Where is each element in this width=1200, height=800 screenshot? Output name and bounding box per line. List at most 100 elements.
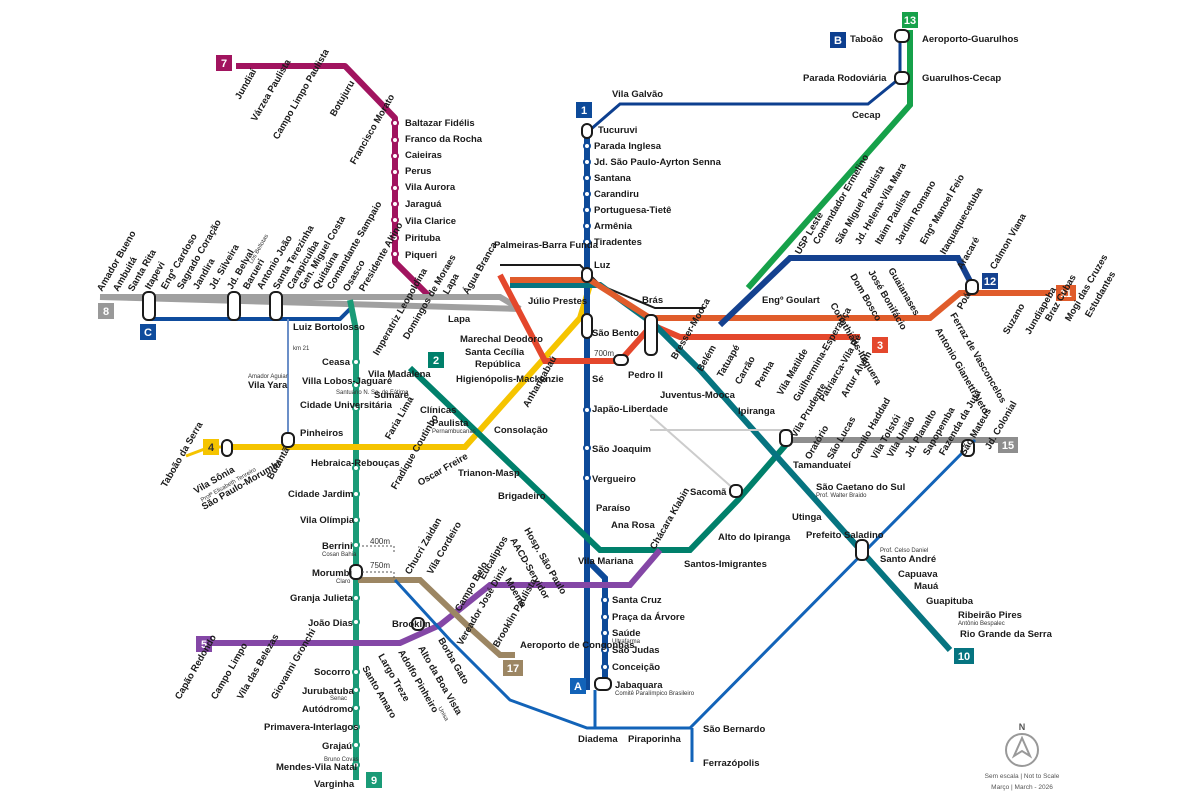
station-joao-dias[interactable]: João Dias xyxy=(308,618,353,629)
station-ferrazopolis[interactable]: Ferrazópolis xyxy=(703,758,760,769)
station-jundiai[interactable]: Jundiaí xyxy=(233,67,259,102)
station-cidade-universitaria[interactable]: Cidade Universitária xyxy=(300,400,393,411)
station-carandiru[interactable]: Carandiru xyxy=(594,189,639,200)
station-cecap[interactable]: Cecap xyxy=(852,110,881,121)
station-ana-rosa[interactable]: Ana Rosa xyxy=(611,520,656,531)
station-ribeirao-pires[interactable]: Ribeirão Pires xyxy=(958,610,1022,621)
station-franco-da-rocha[interactable]: Franco da Rocha xyxy=(405,134,483,145)
station-hebraica-reboucas[interactable]: Hebraica-Rebouças xyxy=(311,458,400,469)
station-brigadeiro[interactable]: Brigadeiro xyxy=(498,491,546,502)
station-luiz-bortolosso[interactable]: Luiz Bortolosso xyxy=(293,322,365,333)
station-berrini[interactable]: Berrini xyxy=(322,541,353,552)
station-maua[interactable]: Mauá xyxy=(914,581,939,592)
station-campo-limpo-paulista[interactable]: Campo Limpo Paulista xyxy=(271,47,332,142)
station-saude[interactable]: Saúde xyxy=(612,628,641,639)
station-julio-prestes[interactable]: Júlio Prestes xyxy=(528,296,587,307)
station-morumbi[interactable]: Morumbi xyxy=(312,568,352,579)
station-pedro-ii[interactable]: Pedro II xyxy=(628,370,663,381)
station-luz[interactable]: Luz xyxy=(594,260,611,271)
station-villa-lobos[interactable]: Villa Lobos-Jaguaré xyxy=(302,376,392,387)
station-vila-mariana[interactable]: Vila Mariana xyxy=(578,556,634,567)
station-santa-cruz[interactable]: Santa Cruz xyxy=(612,595,662,606)
station-higienopolis[interactable]: Higienópolis-Mackenzie xyxy=(456,374,564,385)
station-sao-bernardo[interactable]: São Bernardo xyxy=(703,724,765,735)
station-penha[interactable]: Penha xyxy=(753,359,777,390)
station-vila-olimpia[interactable]: Vila Olímpia xyxy=(300,515,355,526)
station-francisco-morato[interactable]: Francisco Morato xyxy=(348,92,397,166)
station-se[interactable]: Sé xyxy=(592,374,604,385)
station-belem[interactable]: Belém xyxy=(695,343,719,373)
station-paraiso[interactable]: Paraíso xyxy=(596,503,631,514)
station-vila-galvao[interactable]: Vila Galvão xyxy=(612,89,663,100)
station-japao-liberdade[interactable]: Japão-Liberdade xyxy=(592,404,668,415)
station-tiradentes[interactable]: Tiradentes xyxy=(594,237,642,248)
station-armenia[interactable]: Armênia xyxy=(594,221,633,232)
station-pirituba[interactable]: Pirituba xyxy=(405,233,441,244)
station-primavera-interlagos[interactable]: Primavera-Interlagos xyxy=(264,722,359,733)
station-sao-bento[interactable]: São Bento xyxy=(592,328,639,339)
station-piraporinha[interactable]: Piraporinha xyxy=(628,734,682,745)
station-paulista[interactable]: Paulista xyxy=(432,418,469,429)
station-taboao-da-serra[interactable]: Taboão da Serra xyxy=(159,420,206,490)
station-perus[interactable]: Perus xyxy=(405,166,431,177)
station-alto-do-ipiranga[interactable]: Alto do Ipiranga xyxy=(718,532,791,543)
station-vergueiro[interactable]: Vergueiro xyxy=(592,474,636,485)
station-mendes-vila-natal[interactable]: Mendes-Vila Natal xyxy=(276,762,357,773)
station-jurubatuba[interactable]: Jurubatuba xyxy=(302,686,354,697)
station-piqueri[interactable]: Piqueri xyxy=(405,250,437,261)
station-eng-goulart[interactable]: Engº Goulart xyxy=(762,295,821,306)
station-jabaquara[interactable]: Jabaquara xyxy=(615,680,663,691)
station-autodromo[interactable]: Autódromo xyxy=(302,704,353,715)
station-baltazar-fidelis[interactable]: Baltazar Fidélis xyxy=(405,118,475,129)
station-sao-judas[interactable]: São Judas xyxy=(612,645,660,656)
station-vila-yara[interactable]: Vila Yara xyxy=(248,380,288,391)
station-portuguesa-tiete[interactable]: Portuguesa-Tietê xyxy=(594,205,671,216)
station-trianon-masp[interactable]: Trianon-Masp xyxy=(458,468,520,479)
station-tucuruvi[interactable]: Tucuruvi xyxy=(598,125,637,136)
station-grajau[interactable]: Grajaú xyxy=(322,741,352,752)
station-praca-da-arvore[interactable]: Praça da Árvore xyxy=(612,612,685,623)
station-vila-madalena[interactable]: Vila Madalena xyxy=(368,369,431,380)
station-cidade-jardim[interactable]: Cidade Jardim xyxy=(288,489,353,500)
station-utinga[interactable]: Utinga xyxy=(792,512,822,523)
station-santos-imigrantes[interactable]: Santos-Imigrantes xyxy=(684,559,767,570)
station-mal-deodoro[interactable]: Marechal Deodoro xyxy=(460,334,543,345)
station-jaragua[interactable]: Jaraguá xyxy=(405,199,442,210)
station-ipiranga[interactable]: Ipiranga xyxy=(738,406,776,417)
station-guarulhos-cecap[interactable]: Guarulhos-Cecap xyxy=(922,73,1001,84)
station-republica[interactable]: República xyxy=(475,359,521,370)
station-rio-grande-da-serra[interactable]: Rio Grande da Serra xyxy=(960,629,1053,640)
station-santa-cecilia[interactable]: Santa Cecília xyxy=(465,347,525,358)
station-aracare[interactable]: Aracaré xyxy=(955,235,982,271)
station-ceasa[interactable]: Ceasa xyxy=(322,357,351,368)
station-sao-joaquim[interactable]: São Joaquim xyxy=(592,444,651,455)
station-taboao[interactable]: Taboão xyxy=(850,34,883,45)
station-diadema[interactable]: Diadema xyxy=(578,734,618,745)
station-palmeiras-barra-funda[interactable]: Palmeiras-Barra Funda xyxy=(494,240,599,251)
station-socorro[interactable]: Socorro xyxy=(314,667,351,678)
station-tamanduatei[interactable]: Tamanduateí xyxy=(793,460,851,471)
station-santo-andre[interactable]: Santo André xyxy=(880,554,936,565)
station-vila-aurora[interactable]: Vila Aurora xyxy=(405,182,456,193)
station-santana[interactable]: Santana xyxy=(594,173,632,184)
station-clinicas[interactable]: Clínicas xyxy=(420,405,456,416)
station-bras[interactable]: Brás xyxy=(642,295,663,306)
station-juventus-mooca[interactable]: Juventus-Mooca xyxy=(660,390,736,401)
station-jd-sao-paulo[interactable]: Jd. São Paulo-Ayrton Senna xyxy=(594,157,722,168)
station-parada-rodoviaria[interactable]: Parada Rodoviária xyxy=(803,73,887,84)
station-granja-julieta[interactable]: Granja Julieta xyxy=(290,593,354,604)
station-prefeito-saladino[interactable]: Prefeito Saladino xyxy=(806,530,884,541)
station-sacoma[interactable]: Sacomã xyxy=(690,487,727,498)
station-conceicao[interactable]: Conceição xyxy=(612,662,660,673)
station-consolacao[interactable]: Consolação xyxy=(494,425,548,436)
station-varginha[interactable]: Varginha xyxy=(314,779,355,790)
station-calmon-viana[interactable]: Calmon Viana xyxy=(988,211,1029,271)
station-aeroporto-congonhas[interactable]: Aeroporto de Congonhas xyxy=(520,640,635,651)
station-guapituba[interactable]: Guapituba xyxy=(926,596,974,607)
station-sumare[interactable]: Sumaré xyxy=(374,390,409,401)
station-sao-caetano-do-sul[interactable]: São Caetano do Sul xyxy=(816,482,905,493)
station-parada-inglesa[interactable]: Parada Inglesa xyxy=(594,141,662,152)
station-chacara-klabin[interactable]: Chácara Klabin xyxy=(648,486,692,552)
station-capuava[interactable]: Capuava xyxy=(898,569,938,580)
station-lapa-8[interactable]: Lapa xyxy=(448,314,471,325)
